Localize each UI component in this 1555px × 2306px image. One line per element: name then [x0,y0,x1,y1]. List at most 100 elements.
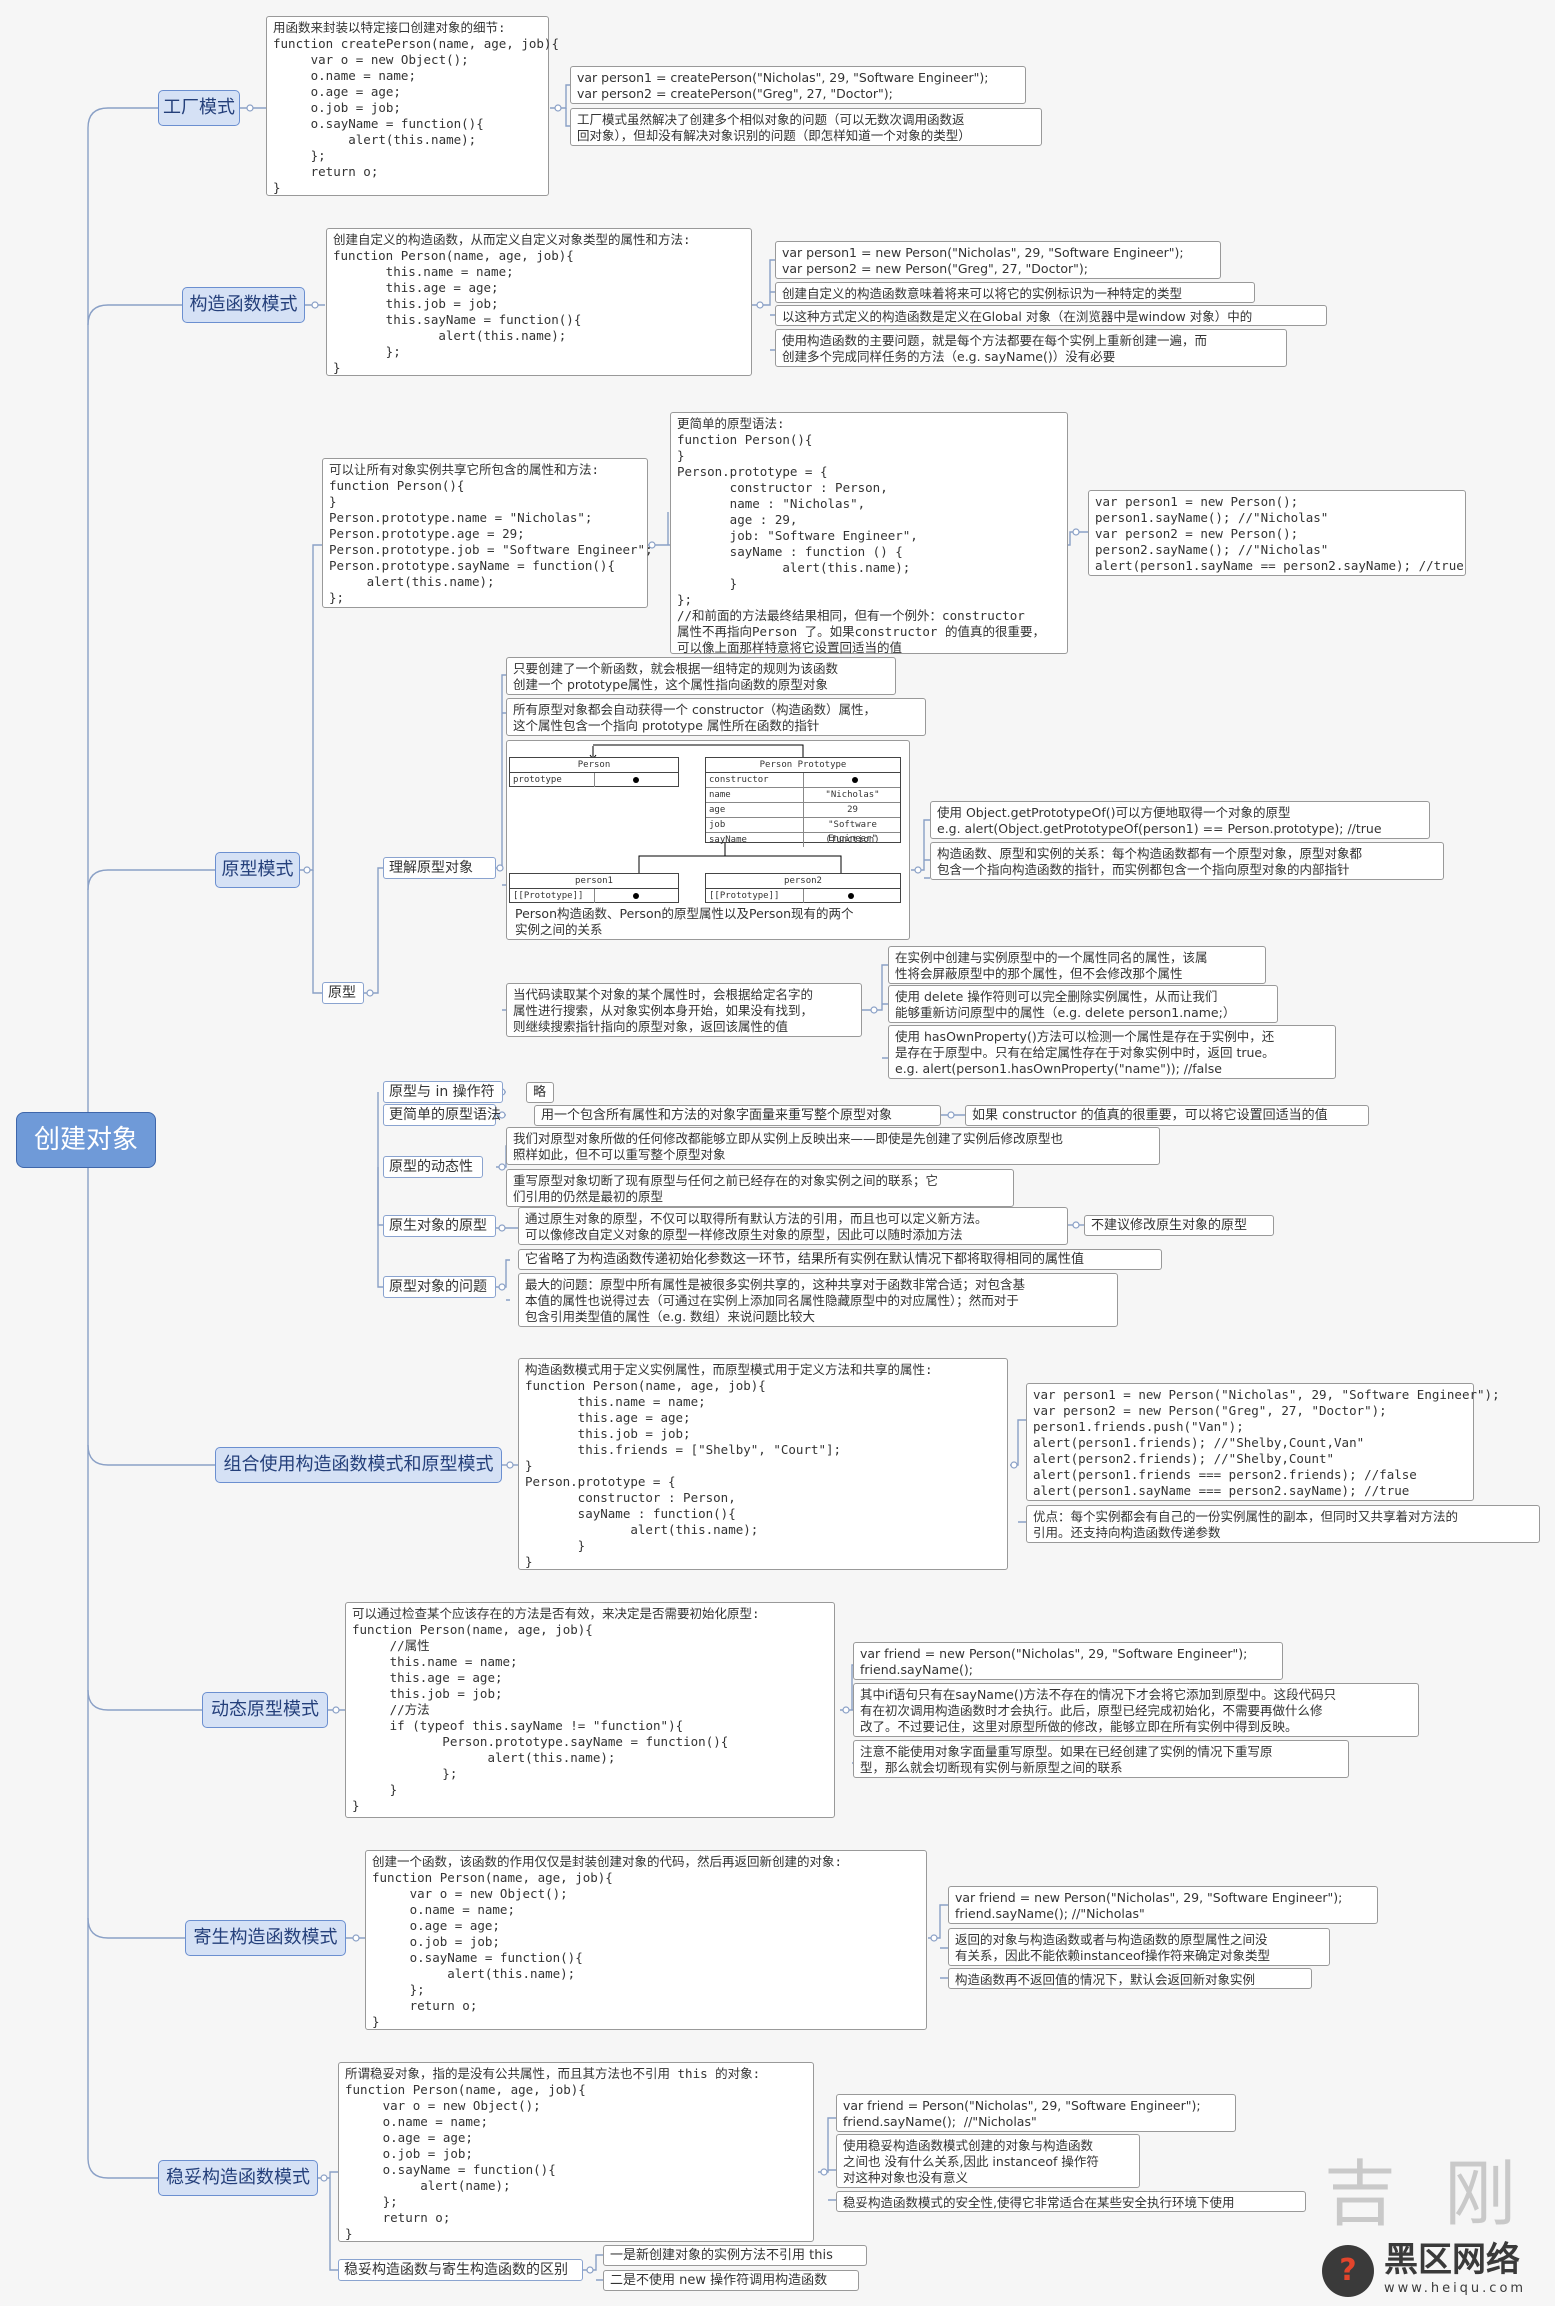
dynamic-note-1: 其中if语句只有在sayName()方法不存在的情况下才会将它添加到原型中。这段… [853,1683,1419,1737]
watermark-brand: 黑区网络 [1384,2240,1520,2280]
person1-header: person1 [510,874,678,889]
native-prototype-right: 不建议修改原生对象的原型 [1084,1215,1274,1236]
branch-constructor[interactable]: 构造函数模式 [182,287,305,323]
durable-code: 所谓稳妥对象，指的是没有公共属性，而且其方法也不引用 this 的对象: fun… [338,2062,814,2242]
simpler-syntax-right: 如果 constructor 的值真的很重要，可以将它设置回适当的值 [965,1105,1369,1126]
branch-parasitic[interactable]: 寄生构造函数模式 [185,1920,346,1956]
understand-right-1: 使用 Object.getPrototypeOf()可以方便地取得一个对象的原型… [930,801,1430,839]
watermark-char-2: 刚 [1444,2152,1517,2236]
dynamic-nature-note-1: 我们对原型对象所做的任何修改都能够立即从实例上反映出来——即使是先创建了实例后修… [506,1127,1160,1165]
dynamic-note-2: 注意不能使用对象字面量重写原型。如果在已经创建了实例的情况下重写原 型，那么就会… [853,1740,1349,1778]
native-prototype-label[interactable]: 原生对象的原型 [383,1215,496,1237]
combo-usage: var person1 = new Person("Nicholas", 29,… [1026,1383,1500,1501]
constructor-code: 创建自定义的构造函数，从而定义自定义对象类型的属性和方法: function P… [326,228,752,376]
in-operator-label[interactable]: 原型与 in 操作符 [383,1081,503,1103]
factory-code: 用函数来封装以特定接口创建对象的细节: function createPerso… [266,16,559,196]
person-prototype-key: prototype [513,775,562,785]
dynamic-code: 可以通过检查某个应该存在的方法是否有效，来决定是否需要初始化原型: functi… [345,1602,835,1818]
durable-note-1: 使用稳妥构造函数模式创建的对象与构造函数 之间也 没有什么关系,因此 insta… [836,2134,1140,2188]
person2-prototype-pointer [803,889,901,903]
understand-note-1: 只要创建了一个新函数，就会根据一组特定的规则为该函数 创建一个 prototyp… [506,657,896,695]
parasitic-note-1: 返回的对象与构造函数或者与构造函数的原型属性之间没 有关系，因此不能依赖inst… [948,1928,1330,1966]
durable-note-2: 稳妥构造函数模式的安全性,使得它非常适合在某些安全执行环境下使用 [836,2191,1306,2212]
branch-dynamic[interactable]: 动态原型模式 [202,1692,328,1728]
prototype-row-value: "Nicholas" [803,788,901,802]
constructor-note-3: 使用构造函数的主要问题，就是每个方法都要在每个实例上重新创建一遍，而 创建多个完… [775,329,1287,367]
person-prototype-box: Person Prototype constructor name "Nichola… [705,757,901,847]
prototype-row-key: sayName [709,835,747,845]
person2-box: person2 [[Prototype]] [705,873,901,903]
watermark-logo-icon: ? [1322,2245,1374,2297]
understand-prototype-label[interactable]: 理解原型对象 [383,857,496,879]
person2-prototype-row: [[Prototype]] [706,889,900,903]
parasitic-note-2: 构造函数再不返回值的情况下，默认会返回新对象实例 [948,1968,1312,1989]
constructor-note-2: 以这种方式定义的构造函数是定义在Global 对象（在浏览器中是window 对… [775,305,1327,326]
constructor-usage: var person1 = new Person("Nicholas", 29,… [775,241,1221,279]
watermark-char-1: 吉 [1324,2152,1397,2236]
person-prototype-row: prototype [510,773,678,787]
simpler-syntax-note: 用一个包含所有属性和方法的对象字面量来重写整个原型对象 [534,1105,941,1126]
prototype-row: constructor [706,773,900,788]
prototype-simpler-usage: var person1 = new Person(); person1.sayN… [1088,490,1466,576]
root-node[interactable]: 创建对象 [16,1112,156,1168]
prototype-row: name "Nicholas" [706,788,900,803]
read-right-3: 使用 hasOwnProperty()方法可以检测一个属性是存在于实例中，还 是… [888,1025,1336,1079]
diagram-caption: Person构造函数、Person的原型属性以及Person现有的两个 实例之间… [515,906,854,937]
prototype-row-value [803,773,901,787]
read-right-2: 使用 delete 操作符则可以完全删除实例属性，从而让我们 能够重新访问原型中… [888,985,1278,1023]
person-prototype-header: Person Prototype [706,758,900,773]
durable-diff-label[interactable]: 稳妥构造函数与寄生构造函数的区别 [338,2259,583,2281]
person2-prototype-key: [[Prototype]] [709,891,780,901]
dynamic-nature-note-2: 重写原型对象切断了现有原型与任何之前已经存在的对象实例之间的联系；它 们引用的仍… [506,1169,1014,1207]
parasitic-code: 创建一个函数，该函数的作用仅仅是封装创建对象的代码，然后再返回新创建的对象: f… [365,1850,927,2030]
branch-prototype[interactable]: 原型模式 [215,852,300,888]
person1-box: person1 [[Prototype]] [509,873,679,903]
prototype-sub-label[interactable]: 原型 [322,982,364,1004]
prototype-problem-label[interactable]: 原型对象的问题 [383,1276,496,1298]
durable-usage: var friend = Person("Nicholas", 29, "Sof… [836,2094,1236,2132]
native-prototype-note: 通过原生对象的原型，不仅可以取得所有默认方法的引用，而且也可以定义新方法。 可以… [518,1207,1068,1245]
prototype-row-key: age [709,805,726,815]
prototype-simpler-code: 更简单的原型语法: function Person(){ } Person.pr… [670,412,1068,655]
prototype-row-key: name [709,790,731,800]
watermark-url: www.heiqu.com [1384,2281,1527,2296]
factory-note: 工厂模式虽然解决了创建多个相似对象的问题（可以无数次调用函数返 回对象），但却没… [570,108,1042,146]
prototype-diagram: Person prototype Person Prototype constr… [506,740,910,940]
branch-combo[interactable]: 组合使用构造函数模式和原型模式 [215,1447,502,1483]
person2-header: person2 [706,874,900,889]
prototype-row: sayName (function) [706,833,900,847]
durable-diff-2: 二是不使用 new 操作符调用构造函数 [603,2270,859,2291]
person1-prototype-key: [[Prototype]] [513,891,584,901]
person-prototype-pointer [594,773,679,787]
understand-note-2: 所有原型对象都会自动获得一个 constructor（构造函数）属性， 这个属性… [506,698,926,736]
prototype-row-key: constructor [709,775,769,785]
factory-usage: var person1 = createPerson("Nicholas", 2… [570,66,1026,104]
simpler-syntax-label[interactable]: 更简单的原型语法 [383,1104,501,1126]
read-right-1: 在实例中创建与实例原型中的一个属性同名的属性，该属 性将会屏蔽原型中的那个属性，… [888,946,1266,984]
prototype-code: 可以让所有对象实例共享它所包含的属性和方法: function Person()… [322,458,653,608]
branch-factory[interactable]: 工厂模式 [158,90,240,126]
prototype-problem-note-2: 最大的问题：原型中所有属性是被很多实例共享的，这种共享对于函数非常合适；对包含基… [518,1273,1118,1327]
prototype-row: job"Software Engineer" [706,818,901,844]
constructor-pointer-dot [852,777,858,783]
dynamic-nature-label[interactable]: 原型的动态性 [383,1156,483,1178]
person-box-header: Person [510,758,678,773]
person1-prototype-row: [[Prototype]] [510,889,678,903]
prototype-row-value: 29 [803,803,901,817]
understand-note-3: 当代码读取某个对象的某个属性时，会根据给定名字的 属性进行搜索，从对象实例本身开… [506,983,862,1037]
person1-prototype-pointer [594,889,679,903]
prototype-row: age 29 [706,803,900,818]
person-box: Person prototype [509,757,679,787]
prototype-row-value: (function) [803,833,901,847]
prototype-row-value: "Software Engineer" [803,818,901,844]
combo-note: 优点：每个实例都会有自己的一份实例属性的副本，但同时又共享着对方法的 引用。还支… [1026,1505,1540,1543]
combo-code: 构造函数模式用于定义实例属性，而原型模式用于定义方法和共享的属性: functi… [518,1358,1008,1570]
prototype-problem-note-1: 它省略了为构造函数传递初始化参数这一环节，结果所有实例在默认情况下都将取得相同的… [518,1249,1162,1270]
durable-diff-1: 一是新创建对象的实例方法不引用 this [603,2245,867,2266]
parasitic-usage: var friend = new Person("Nicholas", 29, … [948,1886,1378,1924]
branch-durable[interactable]: 稳妥构造函数模式 [158,2160,318,2196]
in-operator-note: 略 [526,1082,554,1103]
constructor-note-1: 创建自定义的构造函数意味着将来可以将它的实例标识为一种特定的类型 [775,282,1255,303]
